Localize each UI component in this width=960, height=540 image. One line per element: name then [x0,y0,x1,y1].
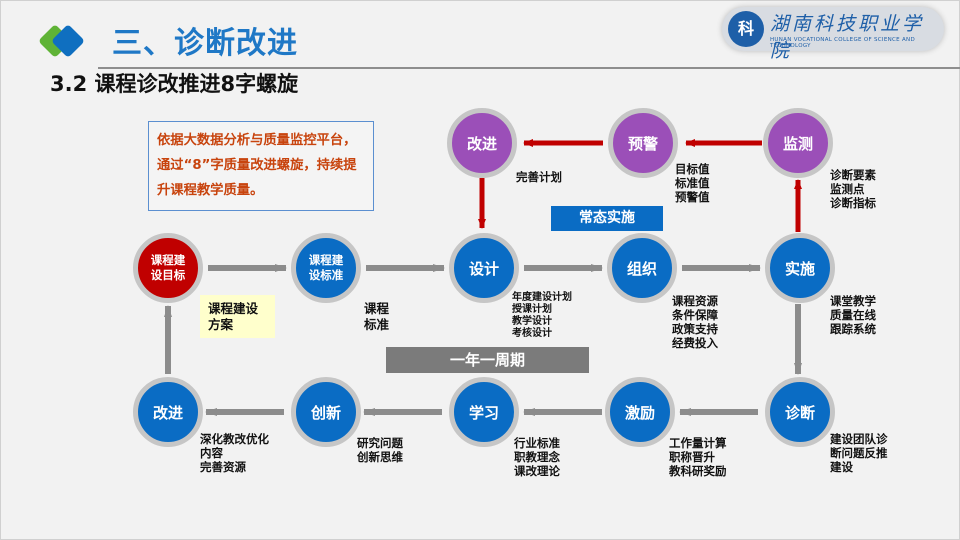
college-badge-icon: 科 [728,11,764,47]
node-implement: 实施 [765,233,835,303]
description-box: 依据大数据分析与质量监控平台，通过“8”字质量改进螺旋，持续提升课程教学质量。 [148,121,374,211]
node-motivate: 激励 [605,377,675,447]
cycle-banner: 一年一周期 [386,347,589,373]
label-bottom-improve: 深化教改优化 内容 完善资源 [200,432,269,474]
college-name-cn: 湖南科技职业学院 [770,13,925,62]
node-learn: 学习 [449,377,519,447]
node-warning: 预警 [608,108,678,178]
label-design: 年度建设计划 授课计划 教学设计 考核设计 [512,292,572,339]
node-standard: 课程建 设标准 [291,233,361,303]
label-innovate: 研究问题 创新思维 [357,436,403,464]
label-top-improve: 完善计划 [516,170,562,184]
label-monitor: 诊断要素 监测点 诊断指标 [830,168,876,210]
node-diagnose: 诊断 [765,377,835,447]
node-bottom-improve: 改进 [133,377,203,447]
node-organize: 组织 [607,233,677,303]
routine-banner: 常态实施 [551,206,663,231]
label-organize: 课程资源 条件保障 政策支持 经费投入 [672,294,718,350]
page-title: 三、诊断改进 [112,26,298,61]
college-logo: 科 湖南科技职业学院 HUNAN VOCATIONAL COLLEGE OF S… [722,7,944,62]
label-standard: 课程 标准 [364,301,390,332]
highlight-box [200,295,275,338]
node-monitor: 监测 [763,108,833,178]
node-innovate: 创新 [291,377,361,447]
label-goal: 课程建设 方案 [208,301,259,332]
node-top-improve: 改进 [447,108,517,178]
node-goal: 课程建 设目标 [133,233,203,303]
section-subtitle: 3.2 课程诊改推进8字螺旋 [50,72,299,96]
label-warning: 目标值 标准值 预警值 [675,162,710,204]
college-name-en: HUNAN VOCATIONAL COLLEGE OF SCIENCE AND … [770,37,915,49]
label-motivate: 工作量计算 职称晋升 教科研奖励 [669,436,727,478]
title-divider [98,67,960,69]
description-text: 依据大数据分析与质量监控平台，通过“8”字质量改进螺旋，持续提升课程教学质量。 [157,133,357,198]
node-design: 设计 [449,233,519,303]
label-learn: 行业标准 职教理念 课改理论 [514,436,560,478]
label-implement: 课堂教学 质量在线 跟踪系统 [830,294,876,336]
label-diagnose: 建设团队诊 断问题反推 建设 [830,432,888,474]
